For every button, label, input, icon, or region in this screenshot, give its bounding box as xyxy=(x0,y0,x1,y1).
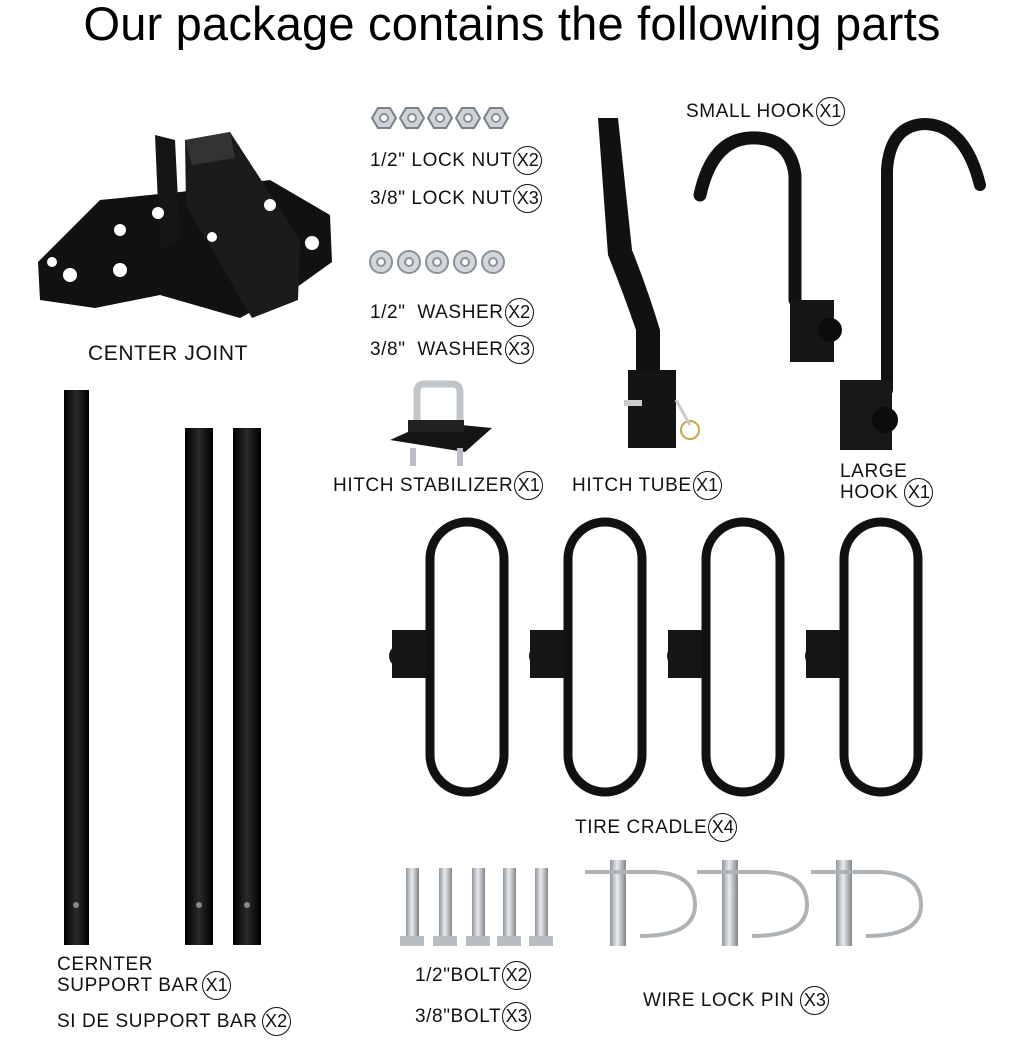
wire-lock-pin-text: WIRE LOCK PIN xyxy=(643,989,795,1011)
hitch-stabilizer-text: HITCH STABILIZER xyxy=(333,474,514,496)
large-hook-text-2: HOOK xyxy=(840,481,899,503)
lock-nut-three-eighths-text: 3/8" LOCK NUT xyxy=(370,187,513,209)
center-joint-label: CENTER JOINT xyxy=(88,342,248,366)
quantity-badge: X3 xyxy=(800,986,830,1015)
large-hook-label-line2: HOOK X1 xyxy=(840,478,934,507)
quantity-badge: X1 xyxy=(904,478,934,507)
quantity-badge: X1 xyxy=(514,471,544,500)
small-hook-part xyxy=(693,131,842,362)
hitch-tube-text: HITCH TUBE xyxy=(572,474,692,496)
tire-cradles-part xyxy=(425,517,923,797)
small-hook-label: SMALL HOOK X1 xyxy=(686,97,845,126)
tire-cradle-text: TIRE CRADLE xyxy=(575,816,708,838)
bolt-half-label: 1/2"BOLT X2 xyxy=(415,961,532,990)
lock-nut-half-text: 1/2" LOCK NUT xyxy=(370,149,513,171)
quantity-badge: X1 xyxy=(692,471,722,500)
washers-part xyxy=(369,250,505,274)
washer-half-label: 1/2" WASHER X2 xyxy=(370,298,534,327)
hitch-tube-label: HITCH TUBE X1 xyxy=(572,471,722,500)
center-support-bar-label-line1: CERNTER xyxy=(57,954,153,976)
washer-three-eighths-label: 3/8" WASHER X3 xyxy=(370,335,534,364)
large-hook-label-line1: LARGE xyxy=(840,461,907,483)
washer-three-eighths-text: 3/8" WASHER xyxy=(370,338,504,360)
center-joint-part xyxy=(38,132,332,318)
bolt-half-text: 1/2"BOLT xyxy=(415,964,502,986)
small-hook-text: SMALL HOOK xyxy=(686,100,815,122)
lock-nut-three-eighths-label: 3/8" LOCK NUT X3 xyxy=(370,184,543,213)
quantity-badge: X2 xyxy=(502,961,532,990)
quantity-badge: X1 xyxy=(815,97,845,126)
wire-lock-pins-part xyxy=(585,860,924,946)
quantity-badge: X3 xyxy=(504,335,534,364)
center-support-bar-text-2: SUPPORT BAR xyxy=(57,974,200,996)
large-hook-text-1: LARGE xyxy=(840,461,908,482)
quantity-badge: X2 xyxy=(261,1007,291,1036)
quantity-badge: X2 xyxy=(513,146,543,175)
quantity-badge: X4 xyxy=(708,813,738,842)
lock-nuts-part xyxy=(370,107,510,129)
hitch-stabilizer-part xyxy=(390,380,492,466)
center-joint-text: CENTER JOINT xyxy=(88,342,249,365)
large-hook-part xyxy=(840,117,986,450)
quantity-badge: X1 xyxy=(202,971,232,1000)
hitch-tube-part xyxy=(598,118,700,448)
quantity-badge: X3 xyxy=(513,184,543,213)
quantity-badge: X2 xyxy=(504,298,534,327)
bolt-three-eighths-label: 3/8"BOLT X3 xyxy=(415,1002,532,1031)
side-support-bar-label: SI DE SUPPORT BAR X2 xyxy=(57,1007,291,1036)
tire-cradle-clamps xyxy=(389,630,840,678)
side-support-bar-text: SI DE SUPPORT BAR xyxy=(57,1010,258,1032)
hitch-stabilizer-label: HITCH STABILIZER X1 xyxy=(333,471,544,500)
bolt-three-eighths-text: 3/8"BOLT xyxy=(415,1005,502,1027)
lock-nut-half-label: 1/2" LOCK NUT X2 xyxy=(370,146,543,175)
center-support-bar-text-1: CERNTER xyxy=(57,954,154,975)
tire-cradle-label: TIRE CRADLE X4 xyxy=(575,813,738,842)
bolts-part xyxy=(400,868,553,946)
center-support-bar-label-line2: SUPPORT BAR X1 xyxy=(57,971,232,1000)
quantity-badge: X3 xyxy=(502,1002,532,1031)
washer-half-text: 1/2" WASHER xyxy=(370,301,504,323)
support-bars-part xyxy=(64,390,261,945)
wire-lock-pin-label: WIRE LOCK PIN X3 xyxy=(643,986,830,1015)
page-title: Our package contains the following parts xyxy=(83,0,941,50)
